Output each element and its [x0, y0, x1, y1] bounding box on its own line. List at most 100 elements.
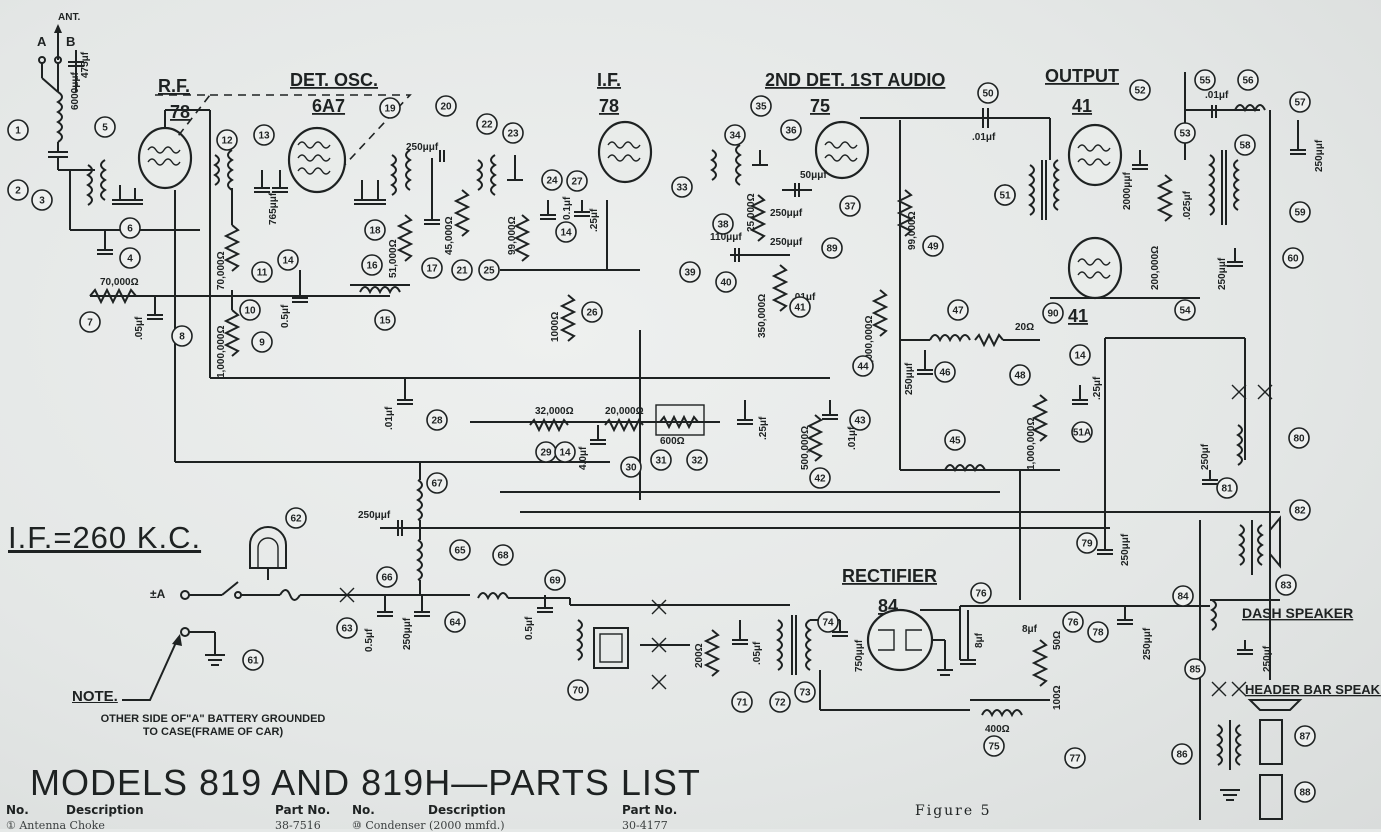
callout-circle: [421, 257, 443, 279]
callout-7: 7: [79, 311, 101, 333]
callout-number: 85: [1189, 665, 1201, 676]
callout-number: 17: [426, 264, 438, 275]
callout-83: 83: [1275, 574, 1297, 596]
callout-69: 69: [544, 569, 566, 591]
value-99000-r25: 99,000Ω: [507, 216, 518, 255]
callout-number: 36: [785, 126, 797, 137]
callout-73: 73: [794, 681, 816, 703]
callout-number: 20: [440, 102, 452, 113]
value-45000: 45,000Ω: [444, 216, 455, 255]
callout-number: 90: [1047, 309, 1059, 320]
callout-14: 14: [554, 441, 576, 463]
callout-75: 75: [983, 735, 1005, 757]
value-250uuf-c89: 250μμf: [770, 237, 803, 248]
value-01uf-c55: .01μf: [1205, 90, 1229, 101]
callout-circle: [934, 361, 956, 383]
callout-number: 30: [625, 463, 637, 474]
callout-15: 15: [374, 309, 396, 331]
callout-number: 52: [1134, 86, 1146, 97]
dash-speaker-label: DASH SPEAKER: [1242, 605, 1353, 621]
callout-81: 81: [1216, 477, 1238, 499]
callout-circle: [7, 179, 29, 201]
col-part-no: Part No.: [275, 803, 331, 817]
antenna-b-label: B: [66, 34, 75, 49]
callout-circle: [1174, 299, 1196, 321]
antenna-label: ANT.: [58, 12, 80, 23]
callout-number: 32: [691, 456, 703, 467]
parts-list-title: MODELS 819 AND 819H—PARTS LIST: [30, 762, 701, 803]
callout-number: 56: [1242, 76, 1254, 87]
value-01uf-c43: .01μf: [847, 426, 858, 450]
value-05uf-c64: 250μμf: [402, 617, 413, 650]
det-audio-label: 2ND DET. 1ST AUDIO: [765, 70, 945, 90]
callout-6: 6: [119, 217, 141, 239]
callout-number: 3: [39, 196, 45, 207]
callout-number: 33: [676, 183, 688, 194]
callout-14: 14: [277, 249, 299, 271]
callout-number: 80: [1293, 434, 1305, 445]
callout-number: 66: [381, 573, 393, 584]
det-osc-tube-number: 6A7: [312, 96, 345, 116]
value-250uuf-c37: 250μμf: [770, 208, 803, 219]
value-25uf-c14c: .25μf: [1092, 376, 1103, 400]
callout-number: 43: [854, 416, 866, 427]
callout-44: 44: [852, 355, 874, 377]
value-25uf-c14d: .25μf: [758, 416, 769, 440]
callout-circle: [379, 97, 401, 119]
callout-number: 46: [939, 368, 951, 379]
callout-circle: [679, 261, 701, 283]
callout-circle: [492, 544, 514, 566]
callout-59: 59: [1289, 201, 1311, 223]
callout-circle: [1174, 122, 1196, 144]
callout-circle: [780, 119, 802, 141]
callout-number: 82: [1294, 506, 1306, 517]
parts-row-1-right: ⑩ Condenser (2000 mmfd.): [352, 819, 505, 832]
callout-35: 35: [750, 95, 772, 117]
value-200ohm: 200Ω: [694, 643, 705, 668]
parts-row-1-left: ① Antenna Choke: [6, 819, 105, 832]
parts-row-1-left-part: 38-7516: [275, 819, 321, 832]
callout-circle: [79, 311, 101, 333]
value-32000: 32,000Ω: [535, 406, 574, 417]
value-25uf-c14b: .25μf: [589, 208, 600, 232]
det-osc-label: DET. OSC.: [290, 70, 378, 90]
value-110uuf-c39: 110μμf: [710, 232, 742, 243]
value-1m-r44: 1,000,000Ω: [864, 315, 875, 368]
callout-circle: [994, 184, 1016, 206]
callout-number: 76: [975, 589, 987, 600]
callout-23: 23: [502, 122, 524, 144]
callout-circle: [821, 237, 843, 259]
callout-39: 39: [679, 261, 701, 283]
callout-31: 31: [650, 449, 672, 471]
callout-circle: [724, 124, 746, 146]
callout-41: 41: [789, 296, 811, 318]
value-600ohm: 600Ω: [660, 436, 685, 447]
callout-28: 28: [426, 409, 448, 431]
callout-number: 58: [1239, 141, 1251, 152]
callout-number: 29: [540, 448, 552, 459]
value-8uf-a: 8μf: [974, 632, 985, 648]
callout-circle: [1171, 743, 1193, 765]
callout-47: 47: [947, 299, 969, 321]
callout-22: 22: [476, 113, 498, 135]
callout-26: 26: [581, 301, 603, 323]
callout-85: 85: [1184, 658, 1206, 680]
callout-32: 32: [686, 449, 708, 471]
callout-circle: [686, 449, 708, 471]
callout-circle: [426, 409, 448, 431]
callout-circle: [839, 195, 861, 217]
callout-circle: [947, 299, 969, 321]
callout-43: 43: [849, 409, 871, 431]
callout-number: 9: [259, 338, 265, 349]
value-250uuf-c66: 250μμf: [358, 510, 391, 521]
callout-51A: 51A: [1071, 421, 1093, 443]
callout-number: 21: [456, 266, 468, 277]
callout-number: 14: [282, 256, 294, 267]
callout-number: 77: [1069, 754, 1081, 765]
output-stage: OUTPUT 41 41 2000μμf 200,000Ω .025μf .01…: [1028, 66, 1325, 326]
callout-number: 64: [449, 618, 461, 629]
callout-52: 52: [1129, 79, 1151, 101]
callout-number: 79: [1081, 539, 1093, 550]
